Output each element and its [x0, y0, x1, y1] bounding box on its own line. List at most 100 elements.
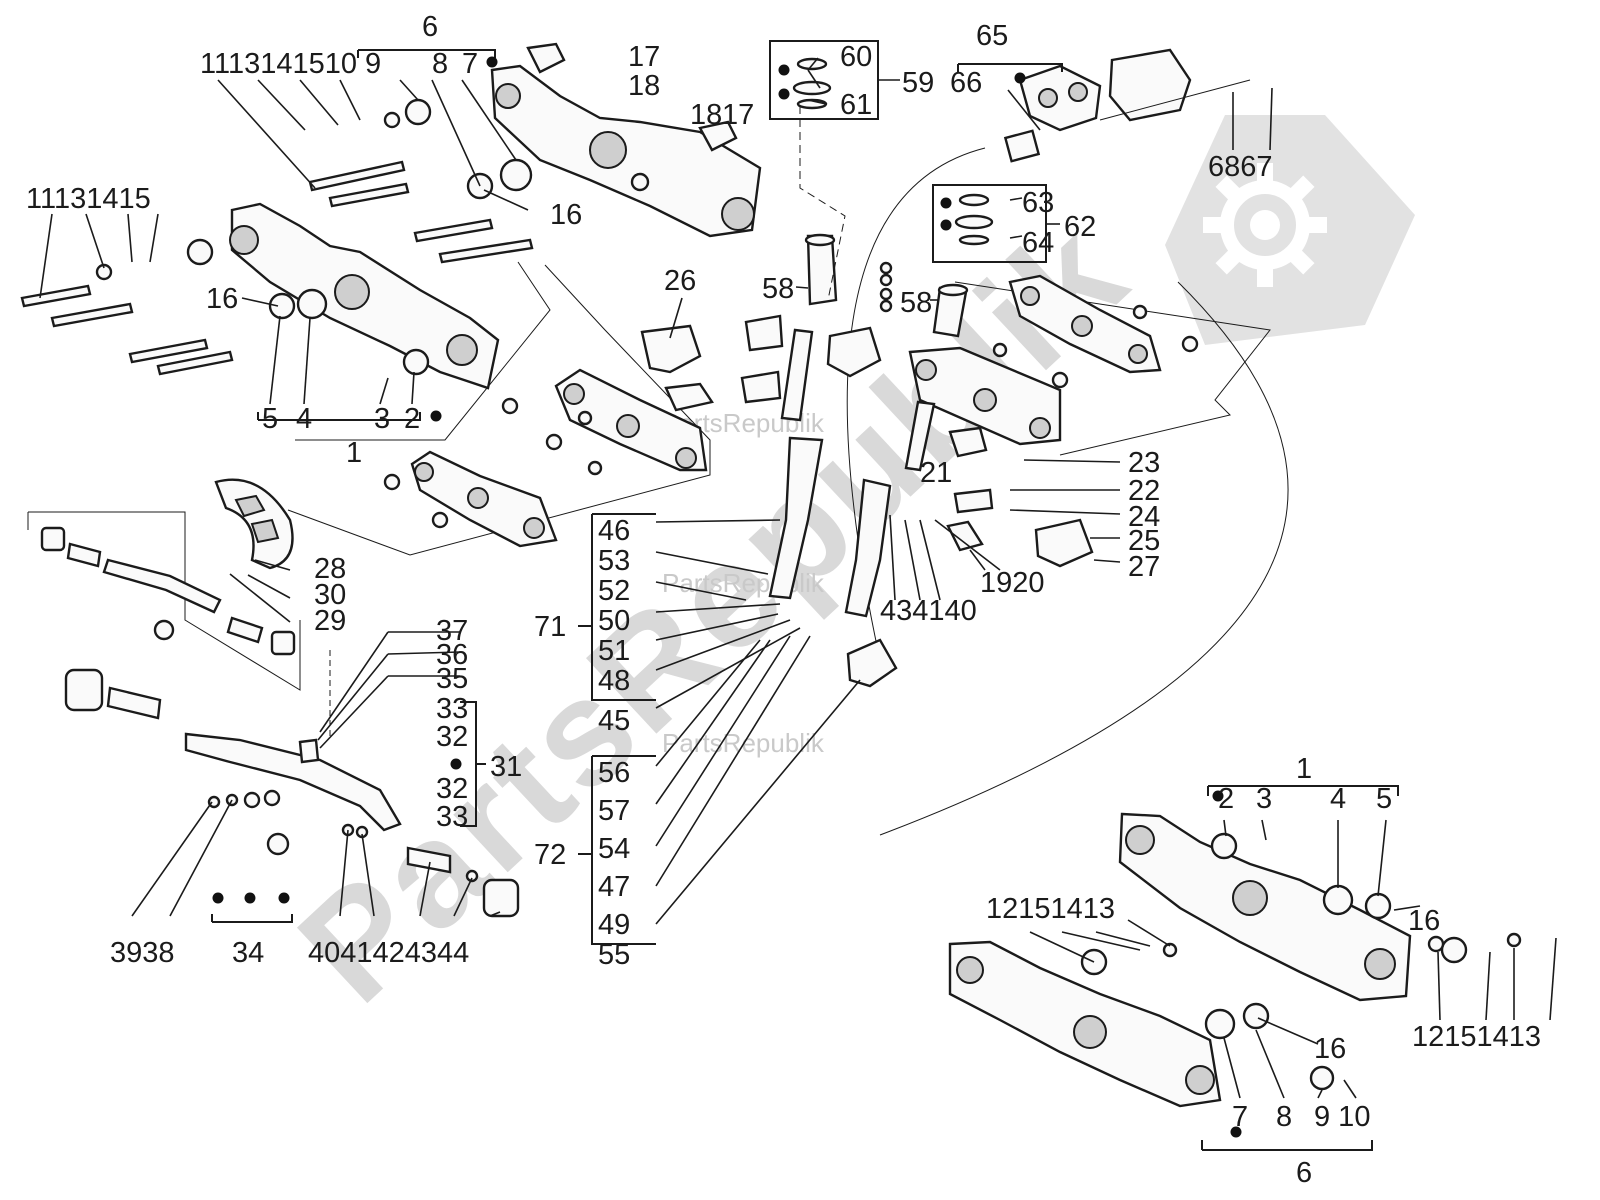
label-2-right: 2	[1218, 783, 1234, 815]
label-36: 36	[436, 639, 468, 671]
label-35: 35	[436, 663, 468, 695]
label-66: 66	[950, 67, 982, 99]
label-29: 29	[314, 605, 346, 637]
label-17-mid: 17	[722, 99, 754, 131]
label-24: 24	[1128, 501, 1160, 533]
hardware-center	[879, 261, 893, 313]
washers-mid	[383, 304, 1199, 529]
label-56: 56	[598, 757, 630, 789]
label-58-left: 58	[762, 273, 794, 305]
caliper-assembly-65	[1003, 48, 1251, 163]
middle-yokes	[383, 274, 1199, 548]
label-9-10: 9 10	[1314, 1101, 1370, 1133]
label-55: 55	[598, 939, 630, 971]
label-31: 31	[490, 751, 522, 783]
bolts-row-1	[308, 98, 534, 264]
label-49: 49	[598, 909, 630, 941]
label-7-top: 7	[462, 48, 478, 80]
label-11-15-10-9: 1113141510 9	[200, 48, 381, 80]
label-5-left: 5	[262, 403, 278, 435]
label-3-left: 3	[374, 403, 390, 435]
label-3-right: 3	[1256, 783, 1272, 815]
label-32-bottom: 32	[436, 773, 468, 805]
label-18-mid: 18	[690, 99, 722, 131]
label-23: 23	[1128, 447, 1160, 479]
steering-stem	[768, 106, 969, 688]
label-8-right: 8	[1276, 1101, 1292, 1133]
label-11-15-left: 11131415	[26, 183, 151, 215]
group-brackets	[211, 49, 1399, 1151]
label-45: 45	[598, 705, 630, 737]
label-46: 46	[598, 515, 630, 547]
label-51: 51	[598, 635, 630, 667]
label-53: 53	[598, 545, 630, 577]
label-4-left: 4	[296, 403, 312, 435]
label-22: 22	[1128, 475, 1160, 507]
label-68-67: 6867	[1208, 151, 1273, 183]
label-57: 57	[598, 795, 630, 827]
watermark-small-text-2: PartsRepublik	[662, 568, 825, 598]
label-16-top: 16	[550, 199, 582, 231]
label-4-right: 4	[1330, 783, 1346, 815]
label-52: 52	[598, 575, 630, 607]
label-47: 47	[598, 871, 630, 903]
gear-logo-icon	[1165, 115, 1415, 345]
label-21: 21	[920, 457, 952, 489]
label-6-top: 6	[422, 11, 438, 43]
label-8-top: 8	[432, 48, 448, 80]
label-71: 71	[534, 611, 566, 643]
disc-guard	[214, 478, 294, 570]
label-33-top: 33	[436, 693, 468, 725]
label-30: 30	[314, 579, 346, 611]
label-7-right: 7	[1232, 1101, 1248, 1133]
label-64: 64	[1022, 227, 1054, 259]
label-27: 27	[1128, 551, 1160, 583]
label-1-right: 1	[1296, 753, 1312, 785]
label-65: 65	[976, 20, 1008, 52]
bearings-right	[1080, 832, 1522, 1091]
label-59: 59	[902, 67, 934, 99]
part-labels: 6 1113141510 9 8 7 17 18 18 17 16 111314…	[26, 11, 1541, 1189]
label-50: 50	[598, 605, 630, 637]
label-26: 26	[664, 265, 696, 297]
cable-clip	[526, 42, 566, 74]
label-54: 54	[598, 833, 630, 865]
label-48: 48	[598, 665, 630, 697]
label-58-right: 58	[900, 287, 932, 319]
upper-yoke-assembly	[308, 42, 762, 264]
label-28: 28	[314, 553, 346, 585]
label-5-right: 5	[1376, 783, 1392, 815]
label-63: 63	[1022, 187, 1054, 219]
label-18-top: 18	[628, 70, 660, 102]
label-61: 61	[840, 89, 872, 121]
caliper-center	[826, 326, 882, 378]
leader-lines	[39, 57, 1557, 1099]
lower-yoke-assembly-left	[20, 202, 500, 390]
cable-clip-2	[698, 120, 738, 152]
label-17-top: 17	[628, 41, 660, 73]
clamps-right	[640, 314, 1094, 568]
label-16-right-b: 16	[1314, 1033, 1346, 1065]
lower-yoke-assembly-right	[948, 812, 1522, 1108]
group-outlines	[27, 147, 1289, 836]
gear-lever-assembly	[64, 650, 520, 918]
label-25: 25	[1128, 525, 1160, 557]
marker-dots	[212, 56, 1242, 1138]
label-16-right-a: 16	[1408, 905, 1440, 937]
label-1-left: 1	[346, 437, 362, 469]
label-12-15-14-13-a: 12151413	[986, 893, 1115, 925]
pivot-bracket	[846, 638, 898, 688]
label-72: 72	[534, 839, 566, 871]
label-39-38: 3938	[110, 937, 175, 969]
label-12-15-14-13-b: 12151413	[1412, 1021, 1541, 1053]
label-33-bottom: 33	[436, 801, 468, 833]
label-19-20: 1920	[980, 567, 1045, 599]
fork-leg-right	[844, 478, 892, 618]
label-16-left: 16	[206, 283, 238, 315]
label-40-44: 4041424344	[308, 937, 469, 969]
label-37: 37	[436, 615, 468, 647]
label-34: 34	[232, 937, 264, 969]
label-2-left: 2	[404, 403, 420, 435]
